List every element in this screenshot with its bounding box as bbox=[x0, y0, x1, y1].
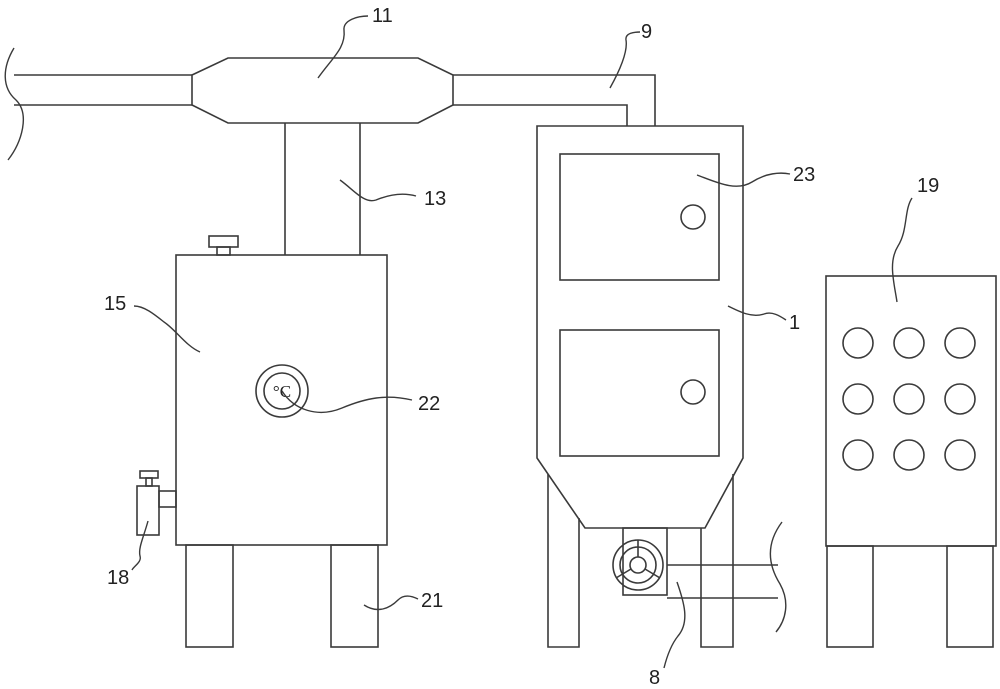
cabinet-upper-door bbox=[559, 153, 720, 281]
cabinet-body bbox=[536, 125, 744, 529]
leader-line-9 bbox=[609, 31, 641, 89]
right-pipe-segment bbox=[453, 74, 656, 126]
leader-line-18 bbox=[131, 520, 149, 571]
muffler-body bbox=[191, 57, 454, 124]
control-knob bbox=[842, 439, 874, 471]
control-right-leg bbox=[946, 545, 994, 648]
valve-wheel-spokes bbox=[615, 540, 661, 579]
outlet-pipe bbox=[667, 564, 778, 599]
tank-top-cap bbox=[208, 235, 239, 248]
drain-valve bbox=[136, 470, 177, 536]
label-9: 9 bbox=[641, 21, 652, 43]
control-knob bbox=[893, 327, 925, 359]
label-23: 23 bbox=[793, 164, 815, 186]
control-knob bbox=[893, 439, 925, 471]
control-knob bbox=[944, 383, 976, 415]
upper-door-knob bbox=[680, 204, 706, 230]
control-knob-grid bbox=[842, 327, 976, 471]
tank-body bbox=[175, 254, 388, 546]
control-cabinet-assembly bbox=[825, 275, 997, 648]
main-cabinet-assembly bbox=[536, 125, 744, 648]
leader-line-11 bbox=[317, 15, 369, 79]
valve-body bbox=[136, 485, 160, 536]
leader-line-23 bbox=[696, 172, 791, 187]
control-knob bbox=[842, 327, 874, 359]
control-knob bbox=[944, 439, 976, 471]
gauge-outer-ring bbox=[255, 364, 309, 418]
label-1: 1 bbox=[789, 312, 800, 334]
leader-lines bbox=[131, 15, 913, 669]
label-8: 8 bbox=[649, 667, 660, 689]
valve-wheel-hub bbox=[629, 556, 647, 574]
valve-stem bbox=[145, 477, 153, 487]
outlet-pipe-break-line bbox=[769, 521, 787, 633]
leader-line-13 bbox=[339, 179, 417, 202]
cabinet-left-leg bbox=[547, 474, 580, 648]
tank-right-leg bbox=[330, 544, 379, 648]
valve-connector bbox=[158, 490, 177, 508]
label-13: 13 bbox=[424, 188, 446, 210]
leader-line-8 bbox=[663, 581, 686, 669]
control-knob bbox=[893, 383, 925, 415]
label-15: 15 bbox=[104, 293, 126, 315]
left-pipe-segment bbox=[14, 74, 192, 106]
vertical-pipe bbox=[284, 123, 361, 255]
tank-left-leg bbox=[185, 544, 234, 648]
lower-door-knob bbox=[680, 379, 706, 405]
valve-handle-top bbox=[139, 470, 159, 479]
leader-line-15 bbox=[133, 305, 201, 353]
label-19: 19 bbox=[917, 175, 939, 197]
label-21: 21 bbox=[421, 590, 443, 612]
exhaust-pipe-assembly bbox=[4, 47, 656, 161]
pipe-break-line bbox=[4, 47, 24, 161]
tank-assembly: °C bbox=[136, 235, 388, 648]
control-cabinet-body bbox=[825, 275, 997, 547]
tank-cap-neck bbox=[216, 246, 231, 256]
leader-line-1 bbox=[727, 305, 787, 321]
label-11: 11 bbox=[372, 5, 393, 27]
leader-line-19 bbox=[891, 197, 913, 303]
outlet-valve-assembly bbox=[612, 521, 787, 633]
control-knob bbox=[944, 327, 976, 359]
leader-line-21 bbox=[363, 595, 419, 611]
outlet-valve-box bbox=[622, 527, 668, 596]
control-knob bbox=[842, 383, 874, 415]
label-22: 22 bbox=[418, 393, 440, 415]
gauge-inner-ring bbox=[263, 372, 301, 410]
leader-line-22 bbox=[281, 390, 413, 413]
cabinet-lower-door bbox=[559, 329, 720, 457]
reference-numerals: 11 9 13 23 19 1 15 22 18 21 8 bbox=[104, 5, 939, 689]
control-left-leg bbox=[826, 545, 874, 648]
label-18: 18 bbox=[107, 567, 129, 589]
cabinet-right-leg bbox=[700, 474, 734, 648]
